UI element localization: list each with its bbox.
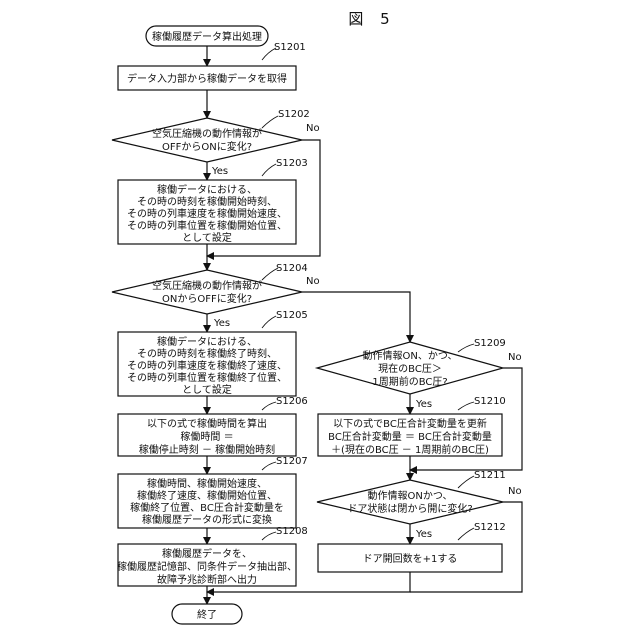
svg-text:ドア開回数を+1する: ドア開回数を+1する: [363, 552, 458, 565]
branch-no-s1204: No: [306, 276, 320, 287]
branch-no-s1202: No: [306, 123, 320, 134]
branch-yes-s1209: Yes: [415, 399, 432, 410]
svg-text:＋(現在のBC圧 － 1周期前のBC圧): ＋(現在のBC圧 － 1周期前のBC圧): [331, 443, 489, 456]
svg-text:現在のBC圧＞: 現在のBC圧＞: [378, 363, 442, 375]
svg-text:以下の式でBC圧合計変動量を更新: 以下の式でBC圧合計変動量を更新: [333, 417, 487, 430]
svg-text:BC圧合計変動量 ＝ BC圧合計変動量: BC圧合計変動量 ＝ BC圧合計変動量: [328, 430, 492, 443]
svg-text:空気圧縮機の動作情報が: 空気圧縮機の動作情報が: [152, 279, 262, 292]
svg-text:稼働時間 ＝: 稼働時間 ＝: [180, 430, 233, 443]
svg-text:データ入力部から稼働データを取得: データ入力部から稼働データを取得: [127, 72, 287, 85]
step-id-s1202: S1202: [278, 109, 310, 120]
svg-text:その時の列車速度を稼働開始速度、: その時の列車速度を稼働開始速度、: [127, 207, 287, 220]
svg-text:その時の列車速度を稼働終了速度、: その時の列車速度を稼働終了速度、: [127, 359, 287, 372]
leader-s1203: [262, 164, 276, 176]
svg-text:として設定: として設定: [182, 383, 232, 396]
leader-s1205: [262, 316, 276, 328]
branch-no-s1211: No: [508, 486, 522, 497]
branch-yes-s1211: Yes: [415, 529, 432, 540]
svg-text:稼働履歴データを、: 稼働履歴データを、: [162, 547, 252, 560]
svg-text:その時の時刻を稼働開始時刻、: その時の時刻を稼働開始時刻、: [137, 195, 277, 208]
step-id-s1209: S1209: [474, 338, 506, 349]
step-id-s1210: S1210: [474, 396, 506, 407]
process-text-s1210: 以下の式でBC圧合計変動量を更新 BC圧合計変動量 ＝ BC圧合計変動量 ＋(現…: [328, 417, 492, 456]
branch-yes-s1202: Yes: [211, 166, 228, 177]
branch-yes-s1204: Yes: [213, 318, 230, 329]
leader-s1209: [458, 344, 474, 352]
svg-text:稼働データにおける、: 稼働データにおける、: [157, 335, 257, 348]
svg-text:OFFからONに変化?: OFFからONに変化?: [162, 140, 252, 153]
svg-text:以下の式で稼働時間を算出: 以下の式で稼働時間を算出: [147, 417, 267, 430]
svg-text:稼働終了位置、BC圧合計変動量を: 稼働終了位置、BC圧合計変動量を: [130, 501, 284, 514]
end-label: 終了: [197, 608, 217, 621]
leader-s1207: [262, 462, 276, 470]
step-id-s1205: S1205: [276, 310, 308, 321]
connector-s1204-no: [302, 292, 410, 342]
decision-s1204: [112, 270, 302, 314]
step-id-s1207: S1207: [276, 456, 308, 467]
leader-s1212: [458, 528, 474, 540]
svg-text:動作情報ONかつ、: 動作情報ONかつ、: [368, 489, 453, 502]
start-label: 稼働履歴データ算出処理: [152, 30, 262, 43]
figure-title: 図 5: [348, 10, 395, 28]
svg-text:1周期前のBC圧?: 1周期前のBC圧?: [372, 375, 447, 388]
svg-text:として設定: として設定: [182, 231, 232, 244]
svg-text:稼働終了速度、稼働開始位置、: 稼働終了速度、稼働開始位置、: [137, 489, 277, 502]
leader-s1202: [262, 116, 278, 128]
svg-text:その時の列車位置を稼働開始位置、: その時の列車位置を稼働開始位置、: [127, 219, 287, 232]
branch-no-s1209: No: [508, 352, 522, 363]
svg-text:稼働時間、稼働開始速度、: 稼働時間、稼働開始速度、: [147, 477, 267, 490]
step-id-s1204: S1204: [276, 263, 308, 274]
step-id-s1206: S1206: [276, 396, 308, 407]
step-id-s1203: S1203: [276, 158, 308, 169]
process-text-s1201: データ入力部から稼働データを取得: [127, 72, 287, 85]
svg-text:ドア状態は閉から開に変化?: ドア状態は閉から開に変化?: [347, 502, 472, 515]
step-id-s1201: S1201: [274, 42, 306, 53]
svg-text:空気圧縮機の動作情報が: 空気圧縮機の動作情報が: [152, 127, 262, 140]
svg-text:ONからOFFに変化?: ONからOFFに変化?: [162, 292, 252, 305]
decision-s1211: [317, 480, 503, 524]
process-text-s1212: ドア開回数を+1する: [363, 552, 458, 565]
leader-s1211: [458, 476, 474, 488]
svg-text:動作情報ON、かつ、: 動作情報ON、かつ、: [363, 349, 458, 362]
step-id-s1212: S1212: [474, 522, 506, 533]
process-text-s1207: 稼働時間、稼働開始速度、 稼働終了速度、稼働開始位置、 稼働終了位置、BC圧合計…: [130, 477, 284, 526]
svg-text:故障予兆診断部へ出力: 故障予兆診断部へ出力: [157, 573, 257, 586]
decision-s1202: [112, 118, 302, 162]
leader-s1206: [262, 402, 276, 410]
leader-s1208: [262, 532, 276, 540]
leader-s1210: [458, 402, 474, 410]
svg-text:その時の時刻を稼働終了時刻、: その時の時刻を稼働終了時刻、: [137, 347, 277, 360]
svg-text:稼働履歴記憶部、同条件データ抽出部、: 稼働履歴記憶部、同条件データ抽出部、: [117, 560, 297, 573]
svg-text:稼働データにおける、: 稼働データにおける、: [157, 183, 257, 196]
step-id-s1208: S1208: [276, 526, 308, 537]
step-id-s1211: S1211: [474, 470, 506, 481]
svg-text:稼働履歴データの形式に変換: 稼働履歴データの形式に変換: [142, 513, 272, 526]
svg-text:その時の列車位置を稼働終了位置、: その時の列車位置を稼働終了位置、: [127, 371, 287, 384]
svg-text:稼働停止時刻 － 稼働開始時刻: 稼働停止時刻 － 稼働開始時刻: [139, 443, 275, 456]
